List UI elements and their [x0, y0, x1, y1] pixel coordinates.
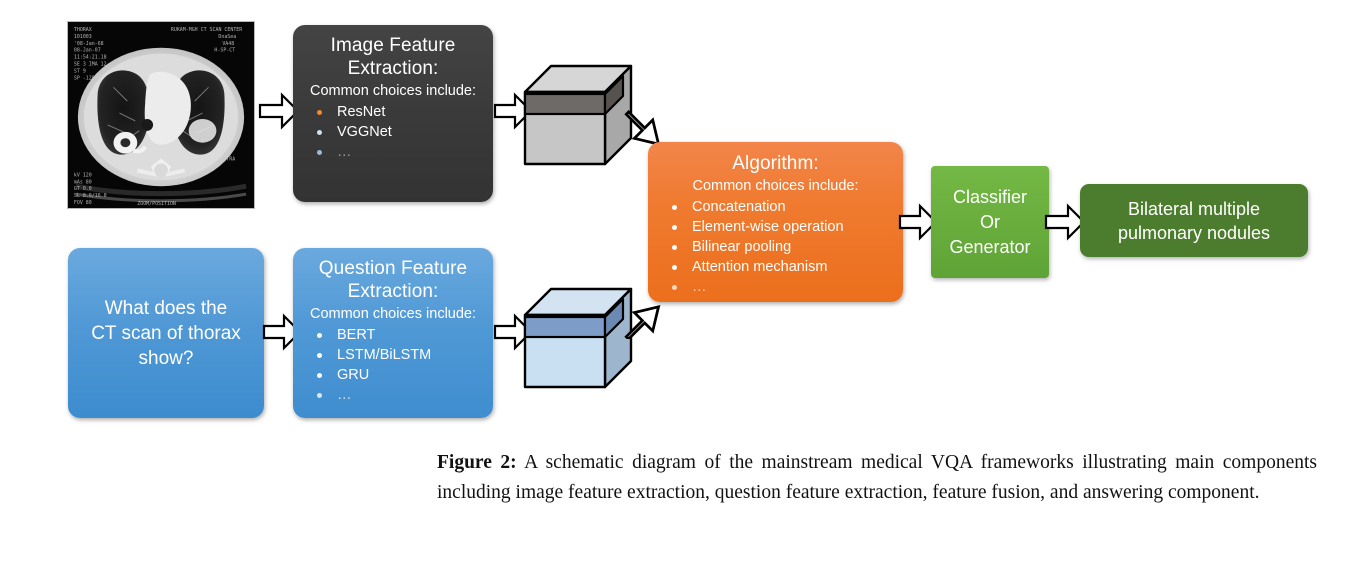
figure-caption: Figure 2: A schematic diagram of the mai… — [437, 448, 1317, 508]
image-feature-list: ResNet VGGNet … — [293, 102, 493, 162]
algorithm-list: Concatenation Element-wise operation Bil… — [648, 197, 903, 297]
svg-text:kV 120: kV 120 — [74, 172, 92, 178]
svg-text:SL 8.0/16.0: SL 8.0/16.0 — [74, 193, 107, 199]
question-line3: show? — [138, 347, 194, 369]
image-feature-extraction-box: Image Feature Extraction: Common choices… — [293, 25, 493, 202]
svg-text:FOV 80: FOV 80 — [74, 200, 92, 206]
arrow-algorithm-to-classifier — [898, 203, 938, 241]
svg-text:TRA: TRA — [226, 157, 235, 163]
image-feature-title-line2: Extraction: — [347, 58, 439, 79]
algorithm-subtitle: Common choices include: — [692, 178, 859, 194]
svg-text:DnaSea: DnaSea — [218, 34, 236, 40]
list-item: BERT — [315, 325, 493, 345]
arrow-question-feature-to-cube — [493, 313, 533, 351]
list-item: … — [315, 142, 493, 162]
list-item: LSTM/BiLSTM — [315, 345, 493, 365]
question-feature-list: BERT LSTM/BiLSTM GRU … — [293, 325, 493, 405]
figure-caption-text: A schematic diagram of the mainstream me… — [437, 452, 1317, 503]
answer-output-box: Bilateral multiple pulmonary nodules — [1080, 184, 1308, 257]
svg-text:SP -129.5: SP -129.5 — [74, 75, 101, 81]
classifier-line2: Or — [980, 211, 1000, 232]
arrow-question-to-question-feature-extraction — [262, 313, 302, 351]
svg-text:'08-Jan-68: '08-Jan-68 — [74, 41, 104, 47]
ct-scan-graphic: THORAX 101003 '08-Jan-68 08-Jan-07 11:54… — [68, 22, 254, 208]
list-item: Bilinear pooling — [670, 237, 903, 257]
arrow-image-feature-to-cube — [493, 92, 533, 130]
list-item: Concatenation — [670, 197, 903, 217]
list-item: Element-wise operation — [670, 217, 903, 237]
question-feature-subtitle: Common choices include: — [309, 306, 477, 322]
question-feature-title-line2: Extraction: — [347, 281, 439, 302]
svg-text:mAs 80: mAs 80 — [74, 179, 92, 185]
svg-text:SE 3 IMA 12: SE 3 IMA 12 — [74, 62, 107, 68]
list-item: GRU — [315, 365, 493, 385]
svg-text:11:54:21.18: 11:54:21.18 — [74, 55, 107, 61]
classifier-line3: Generator — [949, 236, 1031, 257]
ct-scan-image: THORAX 101003 '08-Jan-68 08-Jan-07 11:54… — [67, 21, 255, 209]
image-feature-subtitle: Common choices include: — [309, 83, 477, 99]
arrow-image-cube-to-algorithm — [620, 103, 666, 149]
arrow-classifier-to-answer — [1044, 203, 1086, 241]
svg-text:RUKAM-MGH CT SCAN CENTER: RUKAM-MGH CT SCAN CENTER — [171, 27, 242, 33]
question-feature-title-line1: Question Feature — [318, 258, 468, 279]
svg-text:08-Jan-07: 08-Jan-07 — [74, 48, 101, 54]
svg-text:ZOOM/POSITION: ZOOM/POSITION — [137, 201, 176, 207]
svg-text:THORAX: THORAX — [74, 27, 92, 33]
list-item: … — [315, 385, 493, 405]
svg-text:VA48: VA48 — [222, 41, 234, 47]
classifier-or-generator-box: Classifier Or Generator — [931, 166, 1049, 278]
algorithm-title: Algorithm: — [732, 153, 819, 174]
answer-line2: pulmonary nodules — [1117, 222, 1271, 243]
figure-caption-label: Figure 2: — [437, 452, 517, 473]
algorithm-box: Algorithm: Common choices include: Conca… — [648, 142, 903, 302]
list-item: Attention mechanism — [670, 257, 903, 277]
question-feature-extraction-box: Question Feature Extraction: Common choi… — [293, 248, 493, 418]
question-line1: What does the — [104, 297, 228, 319]
classifier-line1: Classifier — [952, 186, 1027, 207]
question-line2: CT scan of thorax — [91, 322, 241, 344]
answer-line1: Bilateral multiple — [1127, 198, 1261, 219]
svg-text:H-SP-CT: H-SP-CT — [214, 48, 235, 54]
list-item: … — [670, 277, 903, 297]
list-item: ResNet — [315, 102, 493, 122]
image-feature-title-line1: Image Feature — [330, 35, 456, 56]
arrow-question-cube-to-algorithm — [620, 293, 666, 339]
image-feature-vector-cube — [519, 60, 637, 170]
arrow-image-to-image-feature-extraction — [258, 92, 300, 130]
question-input-box: What does the CT scan of thorax show? — [68, 248, 264, 418]
svg-text:GT 0.0: GT 0.0 — [74, 186, 92, 192]
svg-text:101003: 101003 — [74, 34, 92, 40]
question-feature-vector-cube — [519, 283, 637, 393]
list-item: VGGNet — [315, 122, 493, 142]
svg-text:ST 9: ST 9 — [74, 68, 86, 74]
